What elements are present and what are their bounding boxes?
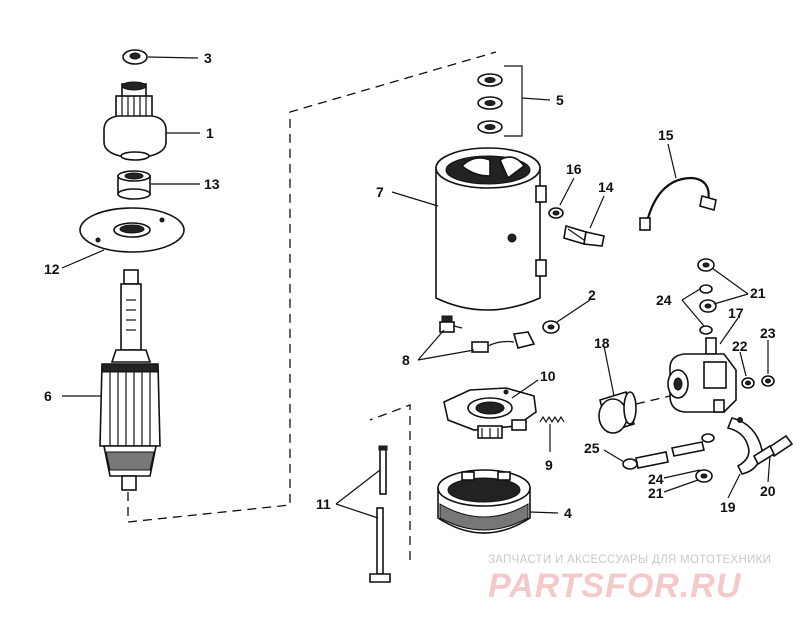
label-13: 13: [204, 176, 220, 192]
label-15: 15: [658, 127, 674, 143]
label-6: 6: [44, 388, 52, 404]
part-13-bushing: [117, 170, 200, 200]
label-10: 10: [540, 368, 556, 384]
part-23-nut: [761, 340, 775, 387]
part-9-springs: [539, 415, 565, 452]
label-3: 3: [204, 50, 212, 66]
label-1: 1: [206, 125, 214, 141]
label-12: 12: [44, 261, 60, 277]
watermark: ЗАПЧАСТИ И АКСЕССУАРЫ ДЛЯ МОТОТЕХНИКИ PA…: [488, 554, 771, 605]
label-18: 18: [594, 335, 610, 351]
label-25: 25: [584, 440, 600, 456]
part-24-lock-washers: [681, 284, 713, 335]
label-11: 11: [316, 496, 331, 512]
part-20-bolt: [752, 434, 794, 483]
assembly-dash-line-main: [127, 51, 497, 523]
part-15-lead-wire: [639, 143, 717, 231]
label-2: 2: [588, 287, 596, 303]
part-21-nuts: [697, 258, 749, 313]
label-24-upper: 24: [656, 292, 672, 308]
part-14-bolt: [563, 195, 605, 247]
label-16: 16: [566, 161, 582, 177]
label-21-upper: 21: [750, 285, 766, 301]
part-25-plunger: [603, 441, 705, 470]
label-17: 17: [728, 305, 744, 321]
label-23: 23: [760, 325, 776, 341]
label-21-lower: 21: [648, 485, 664, 501]
label-14: 14: [598, 179, 614, 195]
part-3-nut: [122, 49, 199, 65]
label-5: 5: [556, 92, 564, 108]
label-9: 9: [545, 457, 553, 473]
part-24-21-lower-washer-nut: [663, 433, 715, 493]
part-1-drive-gear: [103, 81, 200, 161]
label-4: 4: [564, 505, 572, 521]
part-5-washers: [477, 65, 551, 137]
part-10-brush-plate: [443, 379, 539, 439]
part-22-nut: [739, 351, 755, 389]
assembly-dash-line-throughbolt: [369, 404, 411, 560]
part-17-solenoid: [667, 317, 739, 413]
part-7-field-frame: [391, 147, 547, 311]
label-19: 19: [720, 499, 736, 515]
label-8: 8: [402, 352, 410, 368]
label-22: 22: [732, 338, 748, 354]
part-19-bracket: [726, 417, 763, 499]
watermark-logo: PARTSFOR.RU: [488, 567, 742, 605]
part-18-boot: [598, 345, 671, 434]
part-8-brushes: [417, 315, 536, 361]
part-6-armature: [62, 269, 161, 491]
part-12-thrust-plate: [61, 207, 185, 269]
part-2-nut: [542, 299, 591, 334]
label-24-lower: 24: [648, 471, 664, 487]
part-16-lock-washer: [548, 177, 575, 219]
part-number-labels: 3 1 13 12 6 5 7 16 14 15 2 8 10 9 11 4 2…: [44, 50, 776, 521]
label-7: 7: [376, 184, 384, 200]
part-4-end-cap: [437, 469, 559, 534]
part-11-through-bolts: [335, 445, 391, 583]
label-20: 20: [760, 483, 776, 499]
watermark-tagline: ЗАПЧАСТИ И АКСЕССУАРЫ ДЛЯ МОТОТЕХНИКИ: [488, 554, 771, 566]
